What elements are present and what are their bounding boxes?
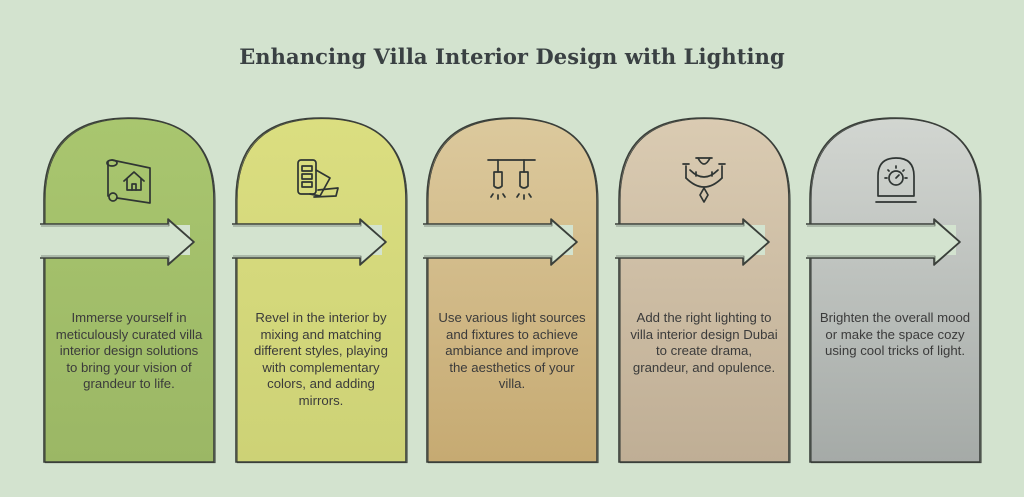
step-card-1	[40, 117, 216, 464]
pendant-lights-icon	[487, 159, 536, 200]
step-4-text: Add the right lighting to villa interior…	[630, 310, 778, 375]
page-title: Enhancing Villa Interior Design with Lig…	[239, 44, 785, 69]
step-card-2	[232, 117, 408, 464]
blueprint-house-icon	[106, 159, 151, 204]
step-card-3	[423, 117, 599, 464]
step-card-4	[615, 117, 791, 464]
color-swatch-icon	[297, 159, 339, 198]
step-3-text: Use various light sources and fixtures t…	[438, 310, 586, 392]
chandelier-icon	[682, 157, 726, 203]
step-2-text: Revel in the interior by mixing and matc…	[254, 310, 388, 408]
step-card-5	[806, 117, 982, 464]
lamp-icon	[875, 157, 917, 203]
step-1-text: Immerse yourself in meticulously curated…	[55, 310, 203, 392]
step-5-text: Brighten the overall mood or make the sp…	[819, 310, 971, 359]
